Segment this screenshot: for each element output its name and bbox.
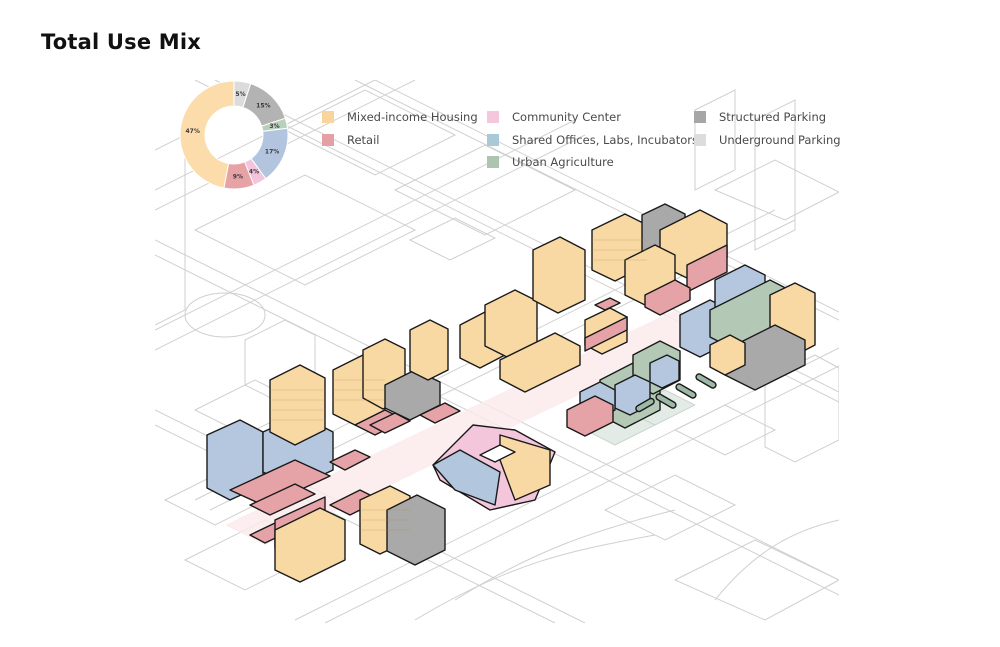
donut-slice-label: 17% [265,148,279,155]
legend-label: Community Center [512,110,621,124]
legend-item-urban-agriculture: Urban Agriculture [487,155,614,169]
proposed-buildings [206,203,816,583]
swatch-underground-parking [694,134,706,146]
legend-label: Underground Parking [719,133,841,147]
page-title: Total Use Mix [41,30,202,54]
legend-item-structured-parking: Structured Parking [694,110,826,124]
legend-label: Mixed-income Housing [347,110,478,124]
legend-item-retail: Retail [322,133,380,147]
swatch-retail [322,134,334,146]
legend-label: Urban Agriculture [512,155,614,169]
isometric-site-map [155,80,839,623]
donut-slice [179,80,235,189]
donut-slice-label: 3% [269,123,279,130]
swatch-agriculture [487,156,499,168]
legend-label: Shared Offices, Labs, Incubators [512,133,698,147]
swatch-housing [322,111,334,123]
swatch-office [487,134,499,146]
legend-label: Structured Parking [719,110,827,124]
donut-slice-label: 5% [235,91,245,98]
donut-slice-label: 9% [233,173,243,180]
donut-slice-label: 47% [185,128,199,135]
use-mix-donut-chart: 5% 15% 3% 17% 4% 9% 47% [177,80,291,190]
donut-slice-label: 4% [249,168,259,175]
legend-item-underground-parking: Underground Parking [694,133,841,147]
legend-item-shared-offices: Shared Offices, Labs, Incubators [487,133,698,147]
legend: Mixed-income Housing Retail Community Ce… [0,0,1000,200]
legend-item-community-center: Community Center [487,110,621,124]
floor-lines [270,239,647,531]
legend-item-mixed-income-housing: Mixed-income Housing [322,110,478,124]
donut-slice-label: 15% [256,103,270,110]
legend-label: Retail [347,133,380,147]
swatch-structured-parking [694,111,706,123]
swatch-community [487,111,499,123]
